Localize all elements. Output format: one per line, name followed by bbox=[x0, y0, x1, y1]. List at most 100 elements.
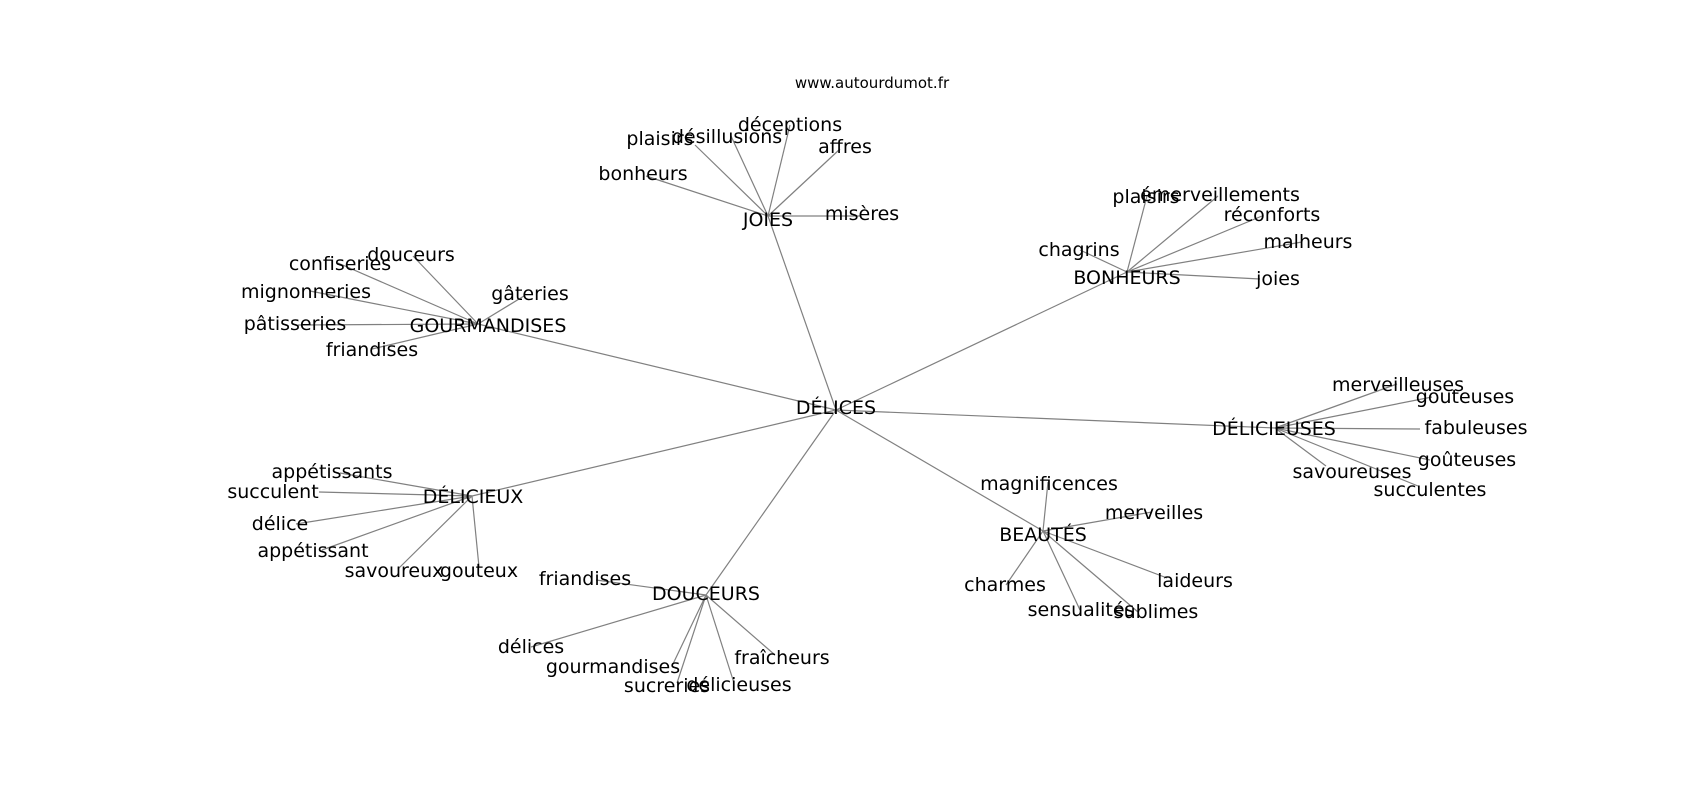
leaf-node-bonheurs-emerveillements: émerveillements bbox=[1140, 184, 1300, 206]
edge-douceurs-delicieuses bbox=[705, 594, 735, 684]
hub-node-beautes: BEAUTÉS bbox=[999, 523, 1087, 546]
edge-delicieuses-merveilleuses bbox=[1274, 383, 1398, 429]
root-node-delices: DÉLICES bbox=[796, 396, 876, 419]
edge-beautes-sublimes bbox=[1042, 530, 1139, 613]
edge-bonheurs-reconforts bbox=[1126, 215, 1263, 273]
leaf-node-douceurs-friandises: friandises bbox=[539, 568, 631, 590]
leaf-node-joies-deceptions: déceptions bbox=[738, 114, 842, 136]
edge-bonheurs-emerveillements bbox=[1126, 195, 1219, 273]
leaf-node-douceurs-delices: délices bbox=[498, 636, 564, 658]
leaf-node-beautes-laideurs: laideurs bbox=[1157, 570, 1233, 592]
leaf-node-gourmandises-gateries: gâteries bbox=[491, 283, 569, 305]
leaf-node-joies-plaisirs: plaisirs bbox=[626, 128, 693, 150]
leaf-node-beautes-sublimes: sublimes bbox=[1114, 601, 1199, 623]
leaf-node-joies-affres: affres bbox=[818, 136, 872, 158]
hub-node-joies: JOIES bbox=[742, 209, 793, 231]
watermark-text: www.autourdumot.fr bbox=[795, 74, 950, 92]
leaf-node-gourmandises-confiseries: confiseries bbox=[289, 253, 391, 275]
edge-delicieuses-gouteuses bbox=[1274, 427, 1431, 461]
edge-beautes-merveilles bbox=[1042, 511, 1153, 532]
hub-node-delicieux: DÉLICIEUX bbox=[423, 485, 524, 508]
edge-delicieuses-succulentes bbox=[1274, 427, 1419, 487]
leaf-node-delicieuses-savoureuses: savoureuses bbox=[1292, 461, 1411, 483]
edge-douceurs-gourmandises bbox=[671, 594, 707, 667]
edge-joies-plaisirs bbox=[694, 144, 769, 217]
edge-root-gourmandises bbox=[477, 323, 837, 411]
edge-beautes-sensualites bbox=[1042, 530, 1081, 611]
edge-gourmandises-confiseries bbox=[337, 262, 479, 325]
edge-joies-desillusions bbox=[730, 135, 769, 217]
edge-delicieux-appetissant bbox=[321, 495, 473, 551]
edge-root-bonheurs bbox=[835, 271, 1128, 411]
leaf-node-beautes-sensualites: sensualités bbox=[1028, 599, 1135, 621]
leaf-node-gourmandises-friandises: friandises bbox=[326, 339, 418, 361]
edge-root-delicieuses bbox=[835, 409, 1276, 429]
edge-beautes-laideurs bbox=[1042, 530, 1168, 579]
edge-joies-affres bbox=[767, 148, 841, 217]
edge-douceurs-fraicheurs bbox=[705, 594, 776, 656]
graph-edges bbox=[295, 124, 1433, 684]
edge-beautes-magnificences bbox=[1042, 481, 1049, 532]
hub-node-bonheurs: BONHEURS bbox=[1073, 267, 1180, 289]
leaf-node-joies-miseres: misères bbox=[825, 203, 899, 225]
leaf-node-delicieuses-gouteuses: goûteuses bbox=[1418, 449, 1516, 471]
edge-joies-deceptions bbox=[767, 124, 791, 217]
edge-bonheurs-malheurs bbox=[1126, 241, 1303, 273]
leaf-node-delicieuses-gouteuses: gouteuses bbox=[1416, 386, 1514, 408]
leaf-node-delicieux-appetissant: appétissant bbox=[257, 540, 368, 562]
edge-delicieux-gouteux bbox=[471, 495, 480, 568]
leaf-node-bonheurs-chagrins: chagrins bbox=[1038, 239, 1119, 261]
edge-douceurs-delices bbox=[530, 594, 707, 648]
leaf-node-douceurs-gourmandises: gourmandises bbox=[546, 656, 680, 678]
edge-delicieuses-gouteuses bbox=[1274, 396, 1433, 429]
leaf-node-douceurs-sucreries: sucreries bbox=[624, 675, 710, 697]
edge-delicieuses-savoureuses bbox=[1274, 427, 1327, 467]
edge-root-douceurs bbox=[705, 409, 837, 596]
leaf-node-gourmandises-douceurs: douceurs bbox=[367, 244, 455, 266]
edge-beautes-charmes bbox=[1005, 530, 1044, 586]
leaf-node-delicieux-savoureux: savoureux bbox=[345, 560, 444, 582]
edge-bonheurs-plaisirs bbox=[1126, 195, 1148, 273]
leaf-node-delicieux-delice: délice bbox=[252, 513, 308, 535]
leaf-node-joies-desillusions: désillusions bbox=[672, 126, 782, 148]
leaf-node-bonheurs-plaisirs: plaisirs bbox=[1112, 186, 1179, 208]
hub-node-delicieuses: DÉLICIEUSES bbox=[1212, 417, 1336, 440]
hub-node-gourmandises: GOURMANDISES bbox=[410, 315, 567, 337]
leaf-node-douceurs-delicieuses: délicieuses bbox=[686, 674, 791, 696]
leaf-node-beautes-merveilles: merveilles bbox=[1105, 502, 1203, 524]
edge-delicieux-delice bbox=[295, 495, 473, 525]
hub-node-douceurs: DOUCEURS bbox=[652, 583, 760, 605]
edge-bonheurs-chagrins bbox=[1079, 249, 1128, 273]
edge-delicieux-savoureux bbox=[397, 495, 473, 570]
leaf-node-gourmandises-mignonneries: mignonneries bbox=[241, 281, 371, 303]
edge-gourmandises-friandises bbox=[371, 323, 479, 350]
leaf-node-delicieux-appetissants: appétissants bbox=[271, 461, 392, 483]
edge-gourmandises-douceurs bbox=[412, 255, 479, 325]
leaf-node-beautes-charmes: charmes bbox=[964, 574, 1046, 596]
leaf-node-delicieux-succulent: succulent bbox=[227, 481, 318, 503]
leaf-node-bonheurs-joies: joies bbox=[1255, 268, 1300, 290]
edge-gourmandises-mignonneries bbox=[309, 290, 479, 325]
edge-joies-bonheurs bbox=[645, 175, 769, 217]
edge-delicieuses-fabuleuses bbox=[1274, 427, 1421, 430]
edge-root-beautes bbox=[835, 409, 1044, 532]
leaf-node-delicieuses-fabuleuses: fabuleuses bbox=[1425, 417, 1528, 439]
leaf-node-joies-bonheurs: bonheurs bbox=[598, 163, 687, 185]
edge-gourmandises-gateries bbox=[477, 295, 525, 325]
leaf-node-bonheurs-reconforts: réconforts bbox=[1224, 204, 1321, 226]
leaf-node-delicieuses-succulentes: succulentes bbox=[1374, 479, 1487, 501]
edge-root-delicieux bbox=[471, 409, 837, 497]
leaf-node-gourmandises-patisseries: pâtisseries bbox=[244, 313, 347, 335]
graph-labels: plaisirsdésillusionsdéceptionsaffresbonh… bbox=[227, 114, 1527, 697]
leaf-node-delicieuses-merveilleuses: merveilleuses bbox=[1332, 374, 1464, 396]
edge-delicieux-succulent bbox=[318, 491, 473, 497]
edge-douceurs-friandises bbox=[595, 579, 707, 596]
edge-delicieux-appetissants bbox=[339, 472, 473, 497]
edge-root-joies bbox=[767, 215, 837, 411]
edge-douceurs-sucreries bbox=[676, 594, 707, 684]
leaf-node-beautes-magnificences: magnificences bbox=[980, 473, 1118, 495]
edge-bonheurs-joies bbox=[1126, 271, 1261, 280]
leaf-node-bonheurs-malheurs: malheurs bbox=[1264, 231, 1353, 253]
leaf-node-douceurs-fraicheurs: fraîcheurs bbox=[734, 647, 829, 669]
